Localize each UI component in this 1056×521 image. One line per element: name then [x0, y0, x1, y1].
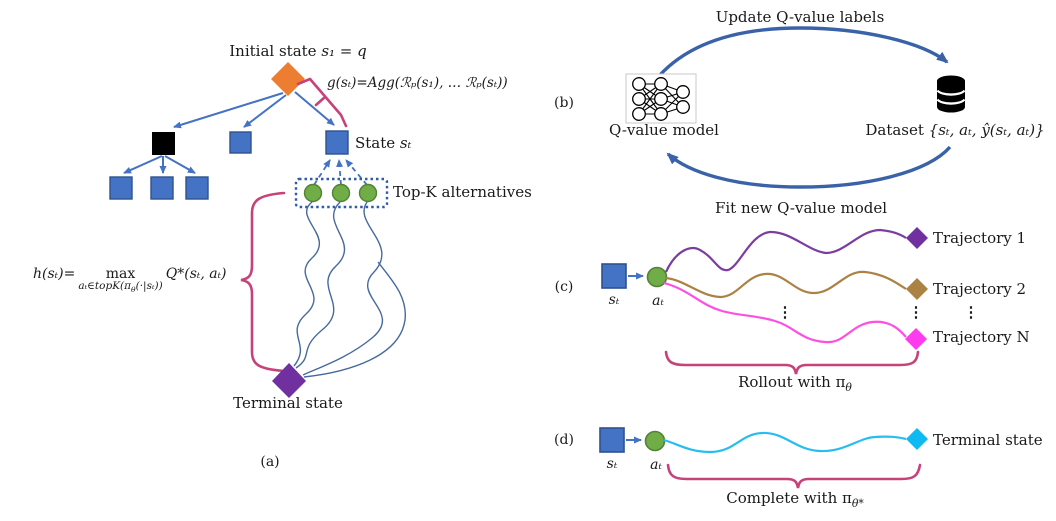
ellipsis-diamonds: ⋮ [908, 303, 924, 321]
state-square-d [599, 427, 625, 453]
cycle-arrow-bottom [666, 145, 952, 189]
complete-caption: Complete with πθ* [726, 489, 864, 510]
initial-state-diamond [271, 62, 305, 96]
topk-circle-2 [331, 183, 351, 203]
complete-bracket [666, 463, 922, 489]
sibling-node-square [229, 131, 252, 154]
action-label-c: aₜ [652, 293, 664, 309]
tree-edge-child-1 [123, 155, 163, 174]
rollout-squiggle-4 [303, 261, 406, 378]
ellipsis-middle: ⋮ [777, 303, 793, 321]
qvalue-model-label: Q-value model [609, 121, 719, 139]
fit-model-caption: Fit new Q-value model [714, 199, 888, 217]
child-square-2 [150, 176, 174, 200]
initial-state-prefix: Initial state [229, 42, 322, 60]
h-max: max [105, 266, 136, 282]
terminal-state-label-d: Terminal state [933, 431, 1043, 449]
database-icon [936, 75, 966, 113]
trajectory-1-label: Trajectory 1 [933, 229, 1027, 247]
dashed-arrow-2 [336, 159, 344, 186]
heuristic-formula: h(sₜ)= max aₜ∈topK(πθ(·|sₜ)) Q*(sₜ, aₜ) [33, 266, 227, 294]
h-lhs: h(sₜ)= [33, 266, 76, 282]
trajectory-2-label: Trajectory 2 [933, 280, 1027, 298]
rollout-prefix: Rollout with π [738, 373, 846, 391]
tree-edge-root-middle [243, 94, 287, 128]
trajectory-diamond-3 [905, 328, 927, 350]
initial-state-math: s₁ = q [321, 42, 367, 60]
expanded-node-square [152, 132, 175, 155]
state-node-square [325, 130, 349, 155]
rollout-squiggle-1 [293, 201, 320, 367]
update-labels-caption: Update Q-value labels [715, 8, 885, 26]
trajectory-diamond-2 [906, 278, 928, 300]
state-prefix: State [355, 134, 400, 152]
rollout-squiggle-3 [302, 201, 384, 376]
cycle-arrow-top [657, 26, 949, 78]
h-q-term: Q*(sₜ, aₜ) [165, 266, 227, 282]
trajectory-line-2 [665, 270, 907, 299]
trajectory-line-1 [664, 228, 907, 273]
ellipsis-labels: ⋮ [963, 303, 979, 321]
panel-b-tag: (b) [554, 95, 574, 111]
complete-sub: θ* [851, 497, 864, 510]
rollout-squiggle-2 [295, 201, 346, 369]
trajectory-line-3 [663, 281, 907, 344]
h-max-stack: max aₜ∈topK(πθ(·|sₜ)) [78, 266, 162, 294]
topk-circle-1 [303, 183, 323, 203]
heuristic-brace [240, 191, 286, 373]
h-subscript: aₜ∈topK(πθ(·|sₜ)) [78, 280, 162, 294]
rollout-caption: Rollout with πθ [738, 373, 852, 394]
h-sub-post: (·|sₜ)) [135, 280, 163, 292]
dataset-math: {sₜ, aₜ, ŷ(sₜ, aₜ)} [928, 121, 1045, 139]
trajectory-n-label: Trajectory N [933, 328, 1030, 346]
completion-line [663, 431, 907, 454]
state-label: State sₜ [355, 134, 412, 152]
h-sub-pre: aₜ∈topK(π [78, 280, 132, 292]
trajectory-diamond-1 [906, 227, 928, 249]
topk-circle-3 [358, 183, 378, 203]
tree-edge-root-state [294, 91, 335, 126]
dataset-label: Dataset {sₜ, aₜ, ŷ(sₜ, aₜ)} [865, 121, 1045, 139]
rollout-bracket [664, 350, 920, 375]
complete-prefix: Complete with π [726, 489, 852, 507]
rollout-sub: θ [845, 381, 852, 394]
initial-state-label: Initial state s₁ = q [229, 42, 367, 60]
tree-edge-child-3 [164, 155, 196, 174]
topk-label: Top-K alternatives [393, 183, 532, 201]
child-square-3 [185, 176, 209, 200]
dashed-arrow-3 [345, 159, 368, 186]
state-label-d: sₜ [606, 456, 618, 472]
child-square-1 [109, 176, 133, 200]
terminal-state-label-a: Terminal state [233, 394, 343, 412]
action-label-d: aₜ [650, 457, 662, 473]
aggregate-formula: g(sₜ)=Agg(ℛₚ(s₁), … ℛₚ(sₜ)) [327, 75, 508, 91]
panel-a-tag: (a) [260, 454, 280, 470]
panel-c-tag: (c) [554, 279, 574, 295]
terminal-diamond-a [272, 363, 306, 398]
dashed-arrow-1 [313, 159, 331, 186]
neural-network-icon [625, 73, 697, 124]
panel-d-tag: (d) [554, 432, 574, 448]
tree-edge-root-left [173, 92, 284, 129]
topk-box [294, 177, 389, 209]
state-square-c [601, 263, 627, 289]
action-circle-c [646, 266, 668, 288]
terminal-diamond-d [906, 428, 928, 450]
state-math: sₜ [399, 134, 412, 152]
h-sub-theta: θ [131, 285, 136, 295]
state-label-c: sₜ [608, 292, 620, 308]
dataset-prefix: Dataset [865, 121, 929, 139]
action-circle-d [644, 430, 666, 452]
aggregate-bracket [296, 77, 348, 128]
